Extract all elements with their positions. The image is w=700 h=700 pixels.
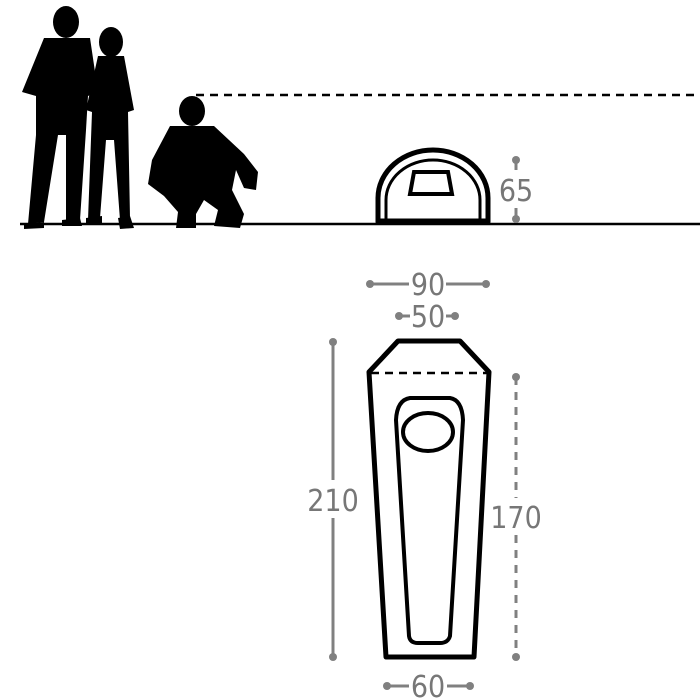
standing-woman-silhouette <box>86 27 134 229</box>
outer-width-label: 90 <box>411 268 445 303</box>
bottom-width-dimension: 60 <box>383 670 474 700</box>
standing-man-silhouette <box>22 6 98 229</box>
tent-plan-view <box>366 338 492 660</box>
height-dimension: 65 <box>499 156 533 223</box>
crouching-man-silhouette <box>148 96 258 228</box>
total-length-dimension: 210 <box>307 338 359 661</box>
outer-width-dimension: 90 <box>366 268 490 303</box>
top-width-dimension: 50 <box>395 300 459 335</box>
inner-length-dimension: 170 <box>490 373 542 661</box>
tent-side-view <box>375 147 491 225</box>
pillow-outline <box>401 411 455 453</box>
total-length-label: 210 <box>307 484 359 519</box>
top-width-label: 50 <box>411 300 445 335</box>
bottom-width-label: 60 <box>411 670 445 700</box>
height-label: 65 <box>499 174 533 209</box>
people-silhouettes <box>22 6 258 229</box>
inner-length-label: 170 <box>490 501 542 536</box>
sleeping-bag-outline <box>393 396 466 645</box>
